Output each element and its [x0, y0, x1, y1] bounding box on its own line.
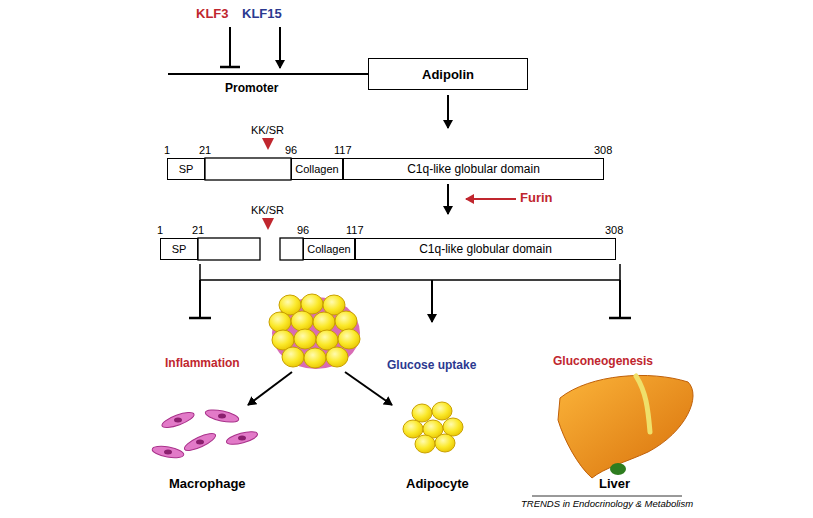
- residue-number: 21: [199, 144, 211, 156]
- furin-arrow: [466, 198, 516, 200]
- adipose-tissue: [269, 294, 360, 369]
- effect-label: Gluconeogenesis: [553, 355, 653, 368]
- node-text: C1q-like globular domain: [407, 162, 540, 176]
- residue-number: 117: [334, 144, 352, 156]
- inhibition-bar: [189, 317, 211, 320]
- liver-shape: [558, 375, 693, 478]
- protein-segment: [198, 238, 260, 260]
- cleavage-site-marker: [262, 138, 274, 150]
- residue-number: 96: [285, 144, 297, 156]
- domain-box: SP: [167, 158, 205, 180]
- activation-arrow: [431, 280, 433, 322]
- cleavage-site-label: KK/SR: [251, 204, 284, 216]
- ligament: [636, 376, 650, 432]
- node-text: C1q-like globular domain: [419, 242, 552, 256]
- inhibition-bar: [609, 317, 631, 320]
- nucleus: [174, 418, 182, 423]
- macrophage-cell: [204, 408, 239, 425]
- liver: [558, 375, 693, 478]
- fat-cell: [412, 404, 432, 422]
- target-label: Macrophage: [169, 477, 246, 491]
- protein-segment: [205, 158, 291, 180]
- effect-label: Glucose uptake: [387, 359, 476, 372]
- cleavage-site-marker: [262, 218, 274, 230]
- fat-cell: [282, 347, 304, 367]
- fat-cell: [338, 329, 360, 349]
- flow-arrow: [447, 184, 449, 214]
- source-credit: TRENDS in Endocrinology & Metabolism: [521, 499, 693, 509]
- fat-cell: [432, 402, 452, 420]
- fat-cell: [443, 418, 463, 436]
- domain-box: SP: [160, 238, 198, 260]
- nucleus: [196, 440, 204, 445]
- regulator-label: KLF3: [196, 7, 229, 21]
- fat-cell: [415, 435, 435, 453]
- gene-line: [168, 73, 368, 75]
- fat-cell: [335, 311, 357, 331]
- effect-label: Inflammation: [165, 357, 240, 370]
- flow-arrow: [345, 372, 392, 405]
- flow-arrow: [248, 372, 292, 405]
- fat-cell: [313, 312, 335, 332]
- footer-rule: [532, 496, 682, 497]
- target-label: Adipocyte: [406, 477, 469, 491]
- domain-box: Collagen: [291, 158, 343, 180]
- nucleus: [218, 414, 226, 419]
- residue-number: 96: [297, 224, 309, 236]
- inhibition-line: [199, 280, 201, 317]
- macrophages: [151, 408, 258, 460]
- domain-box: C1q-like globular domain: [343, 158, 604, 180]
- residue-number: 21: [192, 224, 204, 236]
- node-text: SP: [179, 163, 194, 175]
- fat-cell: [326, 347, 348, 367]
- fat-cell: [291, 311, 313, 331]
- protein-segment: [280, 238, 303, 260]
- regulator-label: KLF15: [242, 7, 282, 21]
- fat-cell: [269, 312, 291, 332]
- macrophage-cell: [225, 429, 258, 447]
- adipocytes: [403, 402, 463, 453]
- fat-cell: [294, 329, 316, 349]
- domain-box: C1q-like globular domain: [355, 238, 616, 260]
- node-text: SP: [172, 243, 187, 255]
- nucleus: [238, 436, 246, 441]
- residue-number: 308: [594, 144, 612, 156]
- cleavage-site-label: KK/SR: [251, 124, 284, 136]
- residue-number: 117: [346, 224, 364, 236]
- activation-arrow: [279, 27, 281, 68]
- gallbladder: [610, 463, 626, 475]
- inhibition-bar: [220, 66, 240, 69]
- domain-box: Collagen: [303, 238, 355, 260]
- fat-cell: [304, 348, 326, 368]
- enzyme-label: Furin: [520, 191, 553, 205]
- fat-cell: [435, 434, 455, 452]
- residue-number: 1: [164, 144, 170, 156]
- macrophage-cell: [160, 409, 195, 430]
- node-text: Collagen: [307, 243, 350, 255]
- residue-number: 1: [157, 224, 163, 236]
- macrophage-cell: [182, 430, 217, 453]
- node-text: Adipolin: [422, 67, 474, 82]
- node-text: Collagen: [295, 163, 338, 175]
- bracket: [200, 264, 620, 280]
- gene-box: Adipolin: [368, 58, 528, 90]
- promoter-label: Promoter: [225, 82, 278, 95]
- macrophage-cell: [151, 444, 184, 459]
- fat-cell: [403, 420, 423, 438]
- flow-arrow: [447, 95, 449, 128]
- residue-number: 308: [605, 224, 623, 236]
- inhibition-line: [619, 280, 621, 317]
- nucleus: [164, 450, 172, 455]
- target-label: Liver: [599, 477, 630, 491]
- inhibition-line: [229, 27, 231, 66]
